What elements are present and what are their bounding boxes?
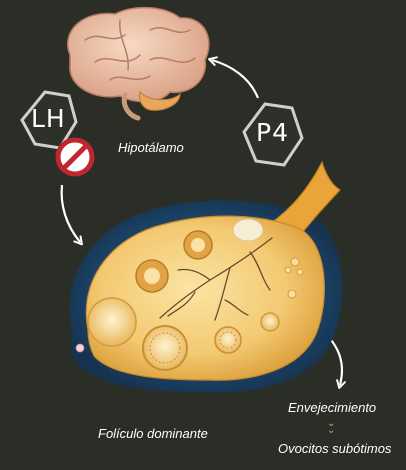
p4-hexagon (242, 102, 304, 167)
follicles (75, 218, 304, 371)
follicle-dominant (142, 325, 188, 371)
hypothalamus-label: Hipotálamo (118, 140, 184, 155)
prohibited-icon (55, 137, 95, 177)
suboptimal-oocytes-label: Ovocitos subótimos (278, 441, 392, 456)
dominant-follicle-label: Folículo dominante (98, 426, 208, 441)
ovary-vessels (159, 237, 273, 321)
double-chevron-down-icon: ⌄⌄ (327, 418, 336, 436)
arrow-lh-to-ovary (60, 184, 83, 246)
p4-label: P4 (256, 118, 289, 147)
corpus-luteum (232, 218, 264, 242)
lh-label: LH (31, 104, 66, 133)
aging-label: Envejecimiento (288, 400, 377, 415)
brain-icon (67, 6, 210, 121)
arrow-p4-to-brain (208, 56, 260, 99)
follicle-large (87, 297, 137, 347)
